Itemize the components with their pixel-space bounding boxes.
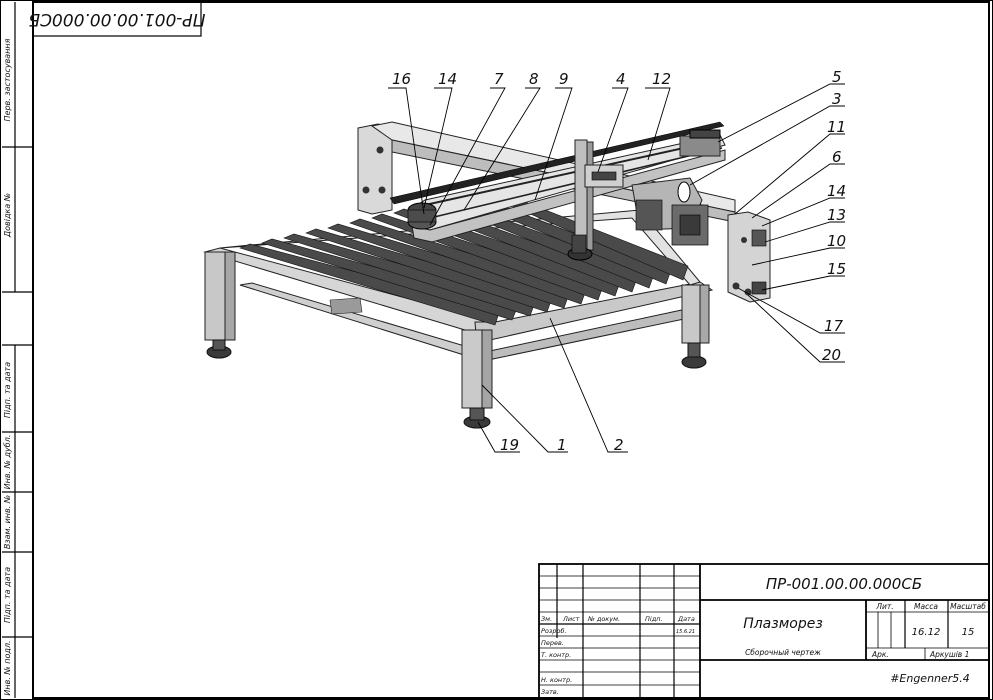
callout-15: 15 xyxy=(827,260,846,278)
left-side-plate xyxy=(357,123,393,215)
callout-leaders xyxy=(388,83,845,453)
mass-value: 16.12 xyxy=(912,627,941,638)
sheets-label: Аркушів 1 xyxy=(929,650,969,659)
scale-value: 15 xyxy=(962,627,975,638)
callout-4: 4 xyxy=(616,70,626,88)
stamp-header-zm: Зм. xyxy=(541,615,552,623)
side-label-2: Довідка № xyxy=(3,193,12,238)
sheet-label: Арк. xyxy=(871,650,889,659)
side-label-4: Инв. № дубл. xyxy=(3,435,12,490)
callout-1: 1 xyxy=(557,436,567,454)
callout-14-top: 14 xyxy=(438,70,457,88)
scale-label: Масштаб xyxy=(950,602,986,611)
mass-label: Масса xyxy=(914,602,938,611)
rotated-number-box: ПР-001.00.00.000СБ xyxy=(28,1,206,37)
product-name: Плазморез xyxy=(743,616,823,632)
title-block: ПР-001.00.00.000СБ Плазморез Сборочный ч… xyxy=(538,563,990,699)
callout-7: 7 xyxy=(494,70,504,88)
callout-11: 11 xyxy=(827,118,846,136)
belt-rail xyxy=(389,121,725,205)
rotated-drawing-number: ПР-001.00.00.000СБ xyxy=(28,9,205,29)
torch-carriage xyxy=(567,139,624,261)
stamp-row-checked: Перев. xyxy=(541,639,564,647)
stamp-row-approved: Затв. xyxy=(541,688,559,696)
side-label-5: Взам. инв. № xyxy=(3,495,12,549)
title-drawing-number: ПР-001.00.00.000СБ xyxy=(766,575,922,593)
callout-13: 13 xyxy=(827,206,846,224)
side-label-6: Підп. та дата xyxy=(3,567,12,623)
callout-6: 6 xyxy=(832,148,842,166)
side-label-7: Инв. № подл. xyxy=(3,640,12,695)
right-side-plate xyxy=(727,211,771,303)
callout-numbers: 16 14 7 8 9 4 12 5 3 11 6 14 13 10 15 17… xyxy=(392,68,846,454)
right-y-carriage xyxy=(631,177,709,246)
callout-2: 2 xyxy=(614,436,624,454)
table-legs xyxy=(204,251,710,429)
callout-20: 20 xyxy=(822,346,841,364)
table-frame-back-rail xyxy=(219,209,701,286)
stamp-header-doc: № докум. xyxy=(587,615,620,623)
stamp-header-list: Лист xyxy=(562,615,580,623)
stamp-header-date: Дата xyxy=(677,615,695,623)
gantry-right-motor xyxy=(679,129,721,157)
organization: #Engenner5.4 xyxy=(890,672,970,685)
develop-date: 15.6.21 xyxy=(676,629,695,635)
callout-3: 3 xyxy=(832,90,842,108)
callout-19: 19 xyxy=(500,436,519,454)
callout-9: 9 xyxy=(559,70,569,88)
stamp-row-developed: Розроб. xyxy=(541,627,567,635)
callout-8: 8 xyxy=(529,70,539,88)
drawing-frame xyxy=(32,1,990,699)
stamp-header-sign: Підп. xyxy=(645,615,663,623)
gantry-left-cap xyxy=(407,202,437,230)
side-label-3: Підп. та дата xyxy=(3,362,12,418)
callout-12: 12 xyxy=(652,70,671,88)
left-margin-strip: Перв. застосування Довідка № Підп. та да… xyxy=(2,2,33,698)
side-label-1: Перв. застосування xyxy=(3,38,12,121)
assembly-drawing xyxy=(203,121,771,429)
document-type: Сборочный чертеж xyxy=(745,648,821,657)
callout-16: 16 xyxy=(392,70,411,88)
callout-5: 5 xyxy=(832,68,842,86)
callout-10: 10 xyxy=(827,232,846,250)
callout-14-right: 14 xyxy=(827,182,846,200)
lit-label: Лит. xyxy=(875,602,893,611)
callout-17: 17 xyxy=(824,317,844,335)
stamp-row-norm-control: Н. контр. xyxy=(541,676,572,684)
stamp-row-tech-control: Т. контр. xyxy=(541,651,571,659)
